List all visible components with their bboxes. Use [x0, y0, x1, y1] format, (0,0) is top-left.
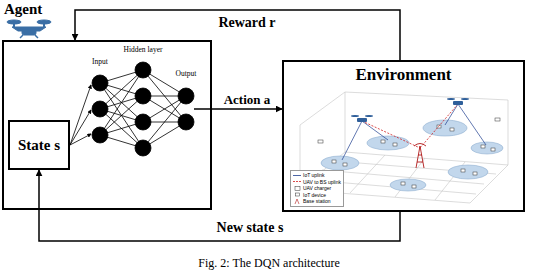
iot-devices	[318, 118, 500, 188]
weight-line	[100, 109, 143, 148]
legend-entry: Base station	[293, 198, 341, 205]
rotor-mast	[43, 22, 45, 27]
neuron	[135, 114, 151, 130]
neuron	[135, 88, 151, 104]
layer-label: Input	[92, 57, 108, 66]
input-arrow	[70, 110, 91, 145]
state-box: State s	[8, 120, 70, 170]
uav	[351, 98, 469, 122]
neuron	[92, 75, 108, 91]
legend-text: Base station	[303, 198, 331, 204]
neuron	[135, 62, 151, 78]
drone-leg	[20, 35, 23, 38]
neural-network	[70, 62, 211, 156]
plot-axes	[300, 92, 508, 203]
legend-text: UAV to BS uplink	[303, 179, 341, 185]
edge-label: New state s	[215, 220, 286, 236]
drone-icon	[7, 20, 51, 38]
weight-line	[100, 96, 143, 135]
legend-entry: IoT uplink	[293, 172, 341, 179]
network-scene	[300, 92, 508, 203]
edge-label: Action a	[222, 92, 273, 108]
layer-label: Output	[176, 69, 197, 78]
neuron	[135, 140, 151, 156]
flow-arrow	[75, 10, 400, 60]
iot-uplinks	[342, 104, 486, 160]
edge-label: Reward r	[216, 15, 277, 31]
figure-caption: Fig. 2: The DQN architecture	[198, 256, 339, 270]
legend-sample	[293, 186, 301, 191]
base-station	[414, 144, 426, 169]
rotor-mast	[13, 22, 15, 27]
iot-clusters	[321, 120, 503, 191]
input-arrow	[70, 85, 91, 145]
neuron	[178, 114, 194, 130]
flow-arrow	[39, 170, 400, 241]
legend-entry: UAV to BS uplink	[293, 179, 341, 186]
legend-entry: UAV charger	[293, 185, 341, 192]
legend-text: UAV charger	[303, 185, 331, 191]
legend-entry: IoT device	[293, 192, 341, 199]
neuron	[92, 127, 108, 143]
neuron	[92, 101, 108, 117]
uav-bs-links	[362, 104, 458, 148]
legend-sample	[293, 173, 301, 178]
legend-sample	[293, 179, 301, 184]
layer-label: Hidden layer	[124, 45, 163, 54]
legend-sample	[293, 199, 301, 204]
output-stub	[194, 108, 211, 110]
agent-heading: Agent	[4, 1, 42, 18]
legend-sample	[293, 192, 301, 197]
legend-text: IoT device	[303, 192, 326, 198]
neuron	[178, 88, 194, 104]
drone-leg	[35, 35, 38, 38]
flow-arrow	[212, 108, 282, 110]
legend-text: IoT uplink	[303, 172, 325, 178]
state-label: State s	[18, 137, 60, 154]
drone-body	[22, 29, 36, 35]
plot-legend: IoT uplinkUAV to BS uplinkUAV chargerIoT…	[290, 170, 344, 207]
input-arrow	[70, 134, 91, 145]
environment-title: Environment	[284, 65, 523, 84]
